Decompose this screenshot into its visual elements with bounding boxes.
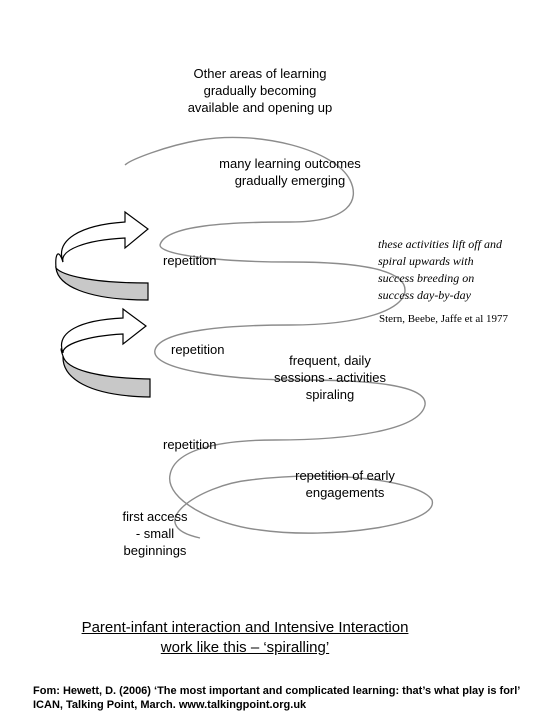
- curved-arrow-upper: [55, 210, 149, 301]
- quote-line: success day-by-day: [378, 288, 471, 302]
- label-line: - small: [135, 526, 175, 541]
- source-reference: Fom: Hewett, D. (2006) ‘The most importa…: [33, 685, 520, 711]
- spiral-line: [124, 136, 433, 539]
- label-line: frequent, daily: [289, 353, 371, 368]
- label-line: available and opening up: [187, 100, 333, 115]
- label-line: many learning outcomes: [219, 156, 361, 171]
- label-line: gradually emerging: [234, 173, 346, 188]
- caption-line: work like this – ‘spiralling’: [160, 639, 330, 656]
- quote-block: these activities lift off and spiral upw…: [378, 236, 538, 304]
- label-early-engagements: repetition of early engagements: [265, 467, 425, 501]
- label-other-areas: Other areas of learning gradually becomi…: [170, 65, 350, 116]
- label-line: beginnings: [123, 543, 187, 558]
- label-line: spiraling: [305, 387, 355, 402]
- quote-line: these activities lift off and: [378, 237, 502, 251]
- label-repetition-2: repetition: [171, 342, 225, 357]
- caption: Parent-infant interaction and Intensive …: [20, 618, 470, 658]
- label-first-access: first access - small beginnings: [105, 508, 205, 559]
- quote-citation: Stern, Beebe, Jaffe et al 1977: [379, 313, 509, 325]
- caption-line: Parent-infant interaction and Intensive …: [81, 619, 409, 636]
- label-repetition-1: repetition: [163, 253, 217, 268]
- curved-arrow-lower: [60, 307, 151, 398]
- label-line: engagements: [305, 485, 385, 500]
- label-line: gradually becoming: [203, 83, 317, 98]
- quote-line: success breeding on: [378, 271, 475, 285]
- label-repetition-3: repetition: [163, 437, 217, 452]
- label-outcomes: many learning outcomes gradually emergin…: [200, 155, 380, 189]
- label-sessions: frequent, daily sessions - activities sp…: [255, 352, 405, 403]
- label-line: repetition of early: [295, 468, 395, 483]
- quote-line: spiral upwards with: [378, 254, 474, 268]
- label-line: Other areas of learning: [193, 66, 327, 81]
- label-line: sessions - activities: [274, 370, 386, 385]
- label-line: first access: [122, 509, 188, 524]
